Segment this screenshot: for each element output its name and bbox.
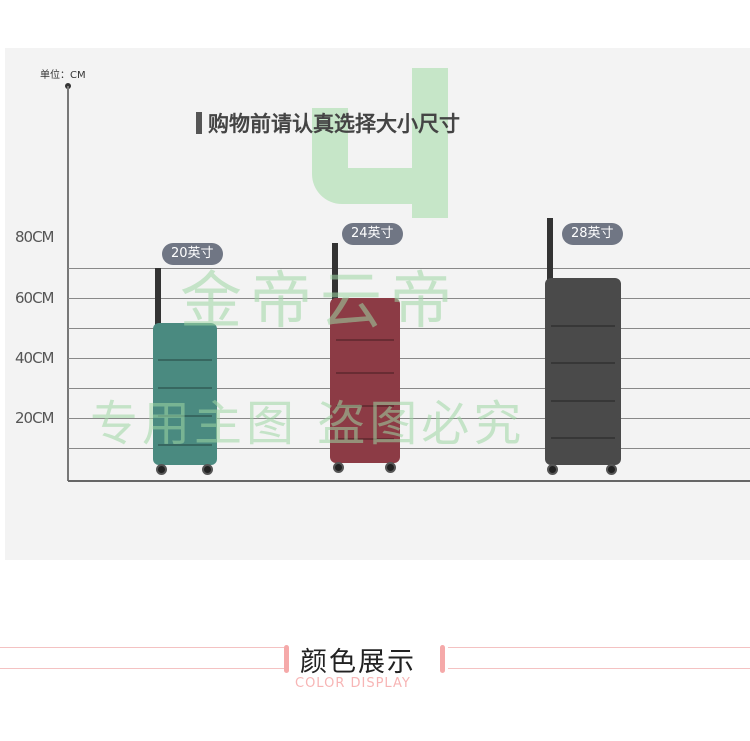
wheel bbox=[547, 464, 558, 475]
y-label-60: 60CM bbox=[15, 289, 55, 307]
gridline bbox=[68, 418, 750, 419]
chart-title: 购物前请认真选择大小尺寸 bbox=[196, 108, 460, 138]
bracket-right bbox=[440, 645, 445, 673]
wheel bbox=[385, 462, 396, 473]
suitcase-28 bbox=[545, 278, 621, 465]
y-label-40: 40CM bbox=[15, 349, 55, 367]
suitcase-20-handle bbox=[155, 268, 161, 326]
y-axis bbox=[67, 86, 69, 481]
watermark-text-2: 专用主图 盗图必究 bbox=[90, 396, 526, 452]
suitcase-24 bbox=[330, 298, 400, 463]
gridline bbox=[68, 388, 750, 389]
wheel bbox=[333, 462, 344, 473]
baseline bbox=[68, 480, 750, 482]
size-label-20: 20英寸 bbox=[162, 243, 223, 265]
section-title: 颜色展示 bbox=[300, 647, 416, 678]
title-bar-icon bbox=[196, 112, 202, 134]
y-label-80: 80CM bbox=[15, 228, 55, 246]
chart-title-text: 购物前请认真选择大小尺寸 bbox=[208, 112, 460, 136]
wheel bbox=[156, 464, 167, 475]
size-label-28: 28英寸 bbox=[562, 223, 623, 245]
bracket-left bbox=[284, 645, 289, 673]
gridline bbox=[68, 448, 750, 449]
unit-label: 单位：CM bbox=[40, 70, 86, 81]
suitcase-24-handle bbox=[332, 243, 338, 301]
size-label-24: 24英寸 bbox=[342, 223, 403, 245]
gridline bbox=[68, 268, 750, 269]
gridline bbox=[68, 298, 750, 299]
gridline bbox=[68, 358, 750, 359]
section-rule-left bbox=[0, 647, 284, 669]
wheel bbox=[202, 464, 213, 475]
suitcase-20 bbox=[153, 323, 217, 465]
wheel bbox=[606, 464, 617, 475]
section-rule-right bbox=[448, 647, 750, 669]
watermark-logo bbox=[312, 68, 462, 218]
suitcase-28-handle bbox=[547, 218, 553, 281]
gridline bbox=[68, 328, 750, 329]
section-subtitle: COLOR DISPLAY bbox=[295, 676, 411, 691]
watermark-text-1: 金帝云帝 bbox=[180, 264, 461, 337]
y-label-20: 20CM bbox=[15, 409, 55, 427]
